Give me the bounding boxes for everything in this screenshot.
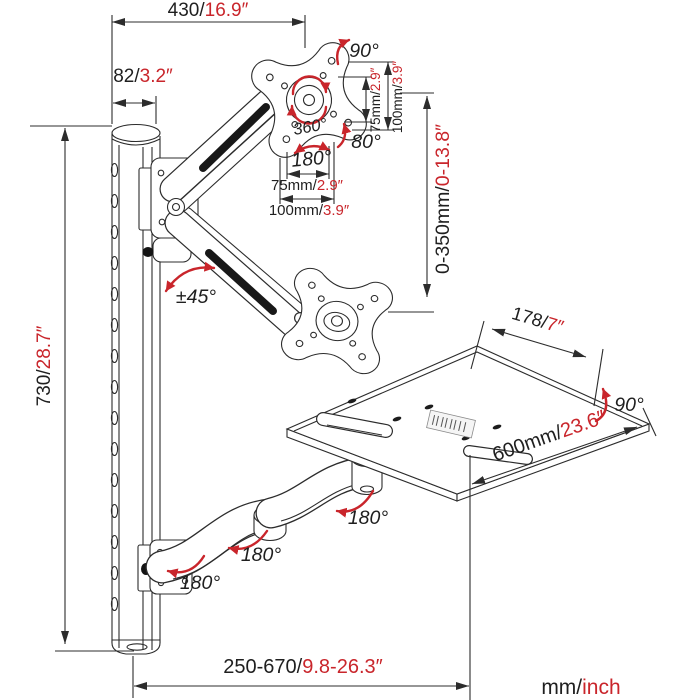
angle-label-tilt-up: 90° — [349, 40, 379, 62]
angle-label-swing-1: 180° — [180, 572, 221, 594]
units-legend: mm/inch — [541, 676, 620, 699]
dim-lift-range — [388, 92, 434, 313]
angle-label-swivel: 180° — [290, 146, 332, 171]
dim-label-width-430: 430/16.9″ — [168, 0, 249, 21]
swing-arrow-1 — [166, 554, 206, 579]
dim-label-vesa-75-horizontal: 75mm/2.9″ — [271, 177, 344, 194]
angle-label-arm-tilt: ±45° — [176, 286, 216, 308]
dim-label-vesa-100-vertical: 100mm/3.9″ — [390, 61, 405, 134]
dim-label-lift-range: 0-350mm/0-13.8″ — [432, 124, 454, 274]
rotation-arrow-bottom — [286, 104, 328, 125]
dim-label-vesa-100-horizontal: 100mm/3.9″ — [269, 202, 350, 219]
dim-depth-82 — [113, 96, 157, 124]
dim-reach-250-670 — [132, 656, 469, 698]
arm-tilt-arrow — [164, 261, 216, 293]
dim-height-730 — [30, 125, 134, 652]
angle-label-rotation: 360° — [292, 115, 329, 139]
dim-label-tray-depth-178: 178/7″ — [510, 302, 567, 337]
wrist-rest-bar — [316, 412, 393, 438]
dim-label-height-730: 730/28.7″ — [34, 325, 55, 406]
tilt-up-arrow — [335, 38, 351, 66]
angle-label-tilt-down: 80° — [351, 131, 381, 153]
vesa-plate-front-view — [251, 42, 367, 158]
barcode-sticker — [426, 409, 476, 439]
swing-arrow-3 — [335, 489, 375, 518]
dim-width-430 — [111, 15, 306, 124]
swing-arrow-2 — [227, 529, 269, 555]
angle-label-tray-fold: 90° — [614, 394, 644, 416]
tilt-down-arrow — [336, 122, 352, 149]
dim-vesa-100-vertical — [348, 61, 394, 131]
rotation-arrows — [164, 38, 612, 579]
dim-tray-depth-178 — [470, 320, 604, 407]
rotation-arrow-top — [291, 75, 331, 96]
dim-label-depth-82: 82/3.2″ — [113, 66, 173, 87]
dim-vesa-100-horizontal — [279, 142, 335, 204]
adjustment-knob — [142, 247, 154, 257]
dim-label-vesa-75-vertical: 75mm/2.9″ — [368, 67, 383, 132]
angle-label-swing-3: 180° — [348, 507, 389, 529]
dim-vesa-75-vertical — [338, 76, 372, 123]
dim-tray-width-600 — [469, 407, 657, 700]
track-slot-column — [110, 162, 119, 612]
vesa-plate-tilted-view — [281, 267, 393, 375]
gas-spring-arm-lowered — [164, 207, 317, 340]
angle-label-swing-2: 180° — [241, 544, 282, 566]
dim-label-reach-250-670: 250-670/9.8-26.3″ — [223, 656, 382, 678]
tray-fold-arrow — [594, 387, 612, 423]
swivel-arrow — [293, 141, 331, 155]
